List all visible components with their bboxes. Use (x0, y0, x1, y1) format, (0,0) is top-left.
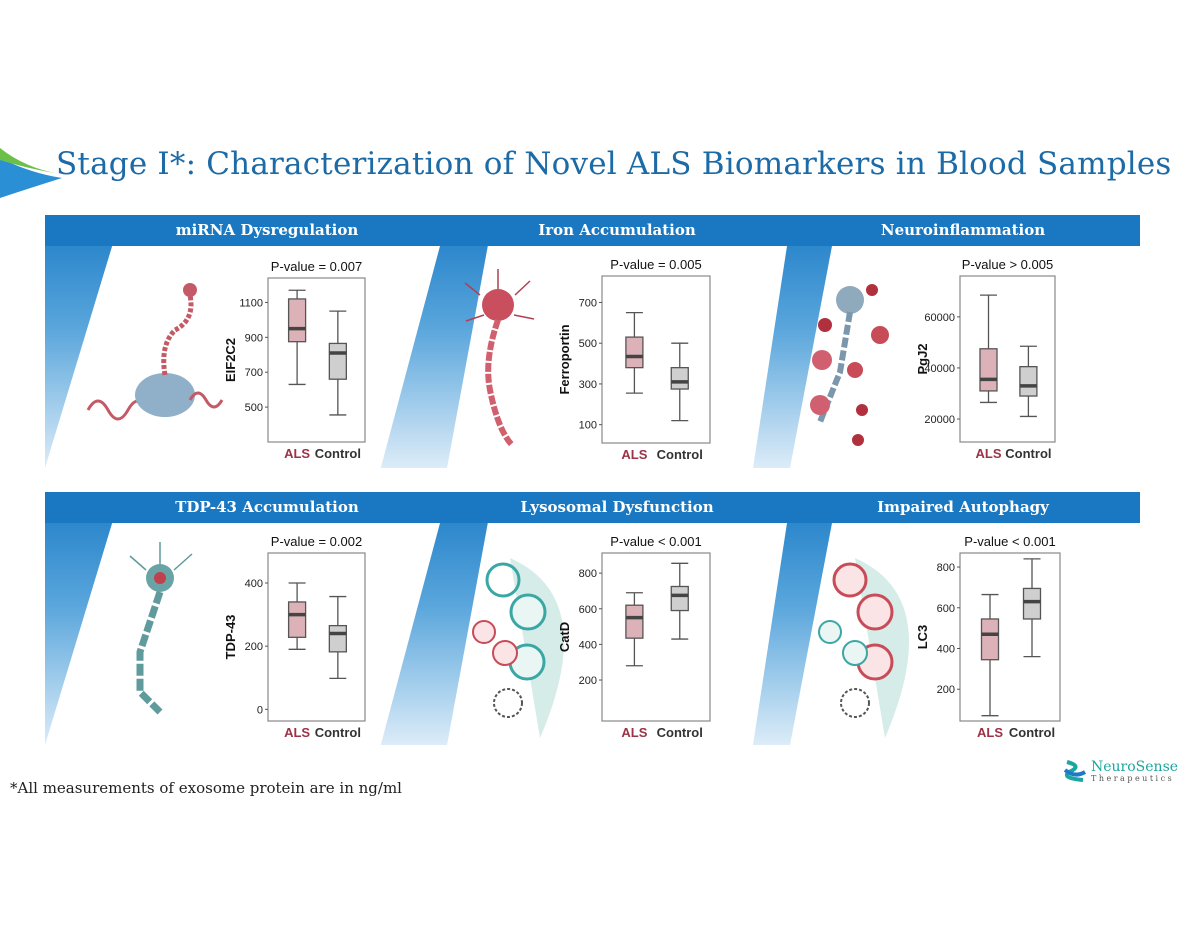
logo-name: NeuroSense (1091, 758, 1179, 775)
box-control (328, 342, 347, 380)
y-tick-label: 200 (245, 641, 263, 653)
autophagosome-icon (818, 558, 909, 738)
plot-frame (959, 552, 1061, 722)
y-tick-label: 100 (579, 420, 597, 432)
neurosense-logo: NeuroSense Therapeutics (1063, 758, 1178, 784)
y-tick-label: 40000 (924, 363, 955, 375)
y-axis-label: TDP-43 (223, 615, 238, 660)
box-als (979, 348, 998, 392)
category-label-control: Control (315, 725, 361, 740)
plot-frame (601, 275, 711, 444)
box-control (670, 366, 689, 390)
plot-frame (959, 275, 1056, 443)
y-tick-label: 500 (579, 338, 597, 350)
y-tick-label: 300 (579, 379, 597, 391)
panel-row-2: TDP-43 Accumulation Lysosomal Dysfunctio… (45, 492, 1140, 745)
footnote: *All measurements of exosome protein are… (10, 779, 402, 797)
p-value-title: P-value > 0.005 (962, 257, 1053, 272)
y-tick-label: 60000 (924, 312, 955, 324)
glia-cells-icon (810, 284, 889, 446)
brand-swoosh-icon (0, 148, 62, 198)
box-control (1019, 366, 1038, 397)
box-als (287, 298, 307, 343)
y-tick-label: 700 (245, 367, 263, 379)
p-value-title: P-value = 0.005 (610, 257, 701, 272)
category-label-als: ALS (976, 446, 1002, 461)
y-tick-label: 400 (937, 644, 955, 656)
panel-title-lysosomal: Lysosomal Dysfunction (520, 498, 714, 516)
y-tick-label: 0 (257, 704, 263, 716)
box-control (1022, 587, 1042, 620)
category-label-control: Control (315, 446, 361, 461)
y-tick-label: 20000 (924, 414, 955, 426)
y-axis-label: Ferroportin (557, 324, 572, 394)
box-als (625, 604, 644, 639)
category-label-control: Control (1009, 725, 1055, 740)
plot-frame (267, 552, 366, 722)
panel-title-tdp43: TDP-43 Accumulation (175, 498, 359, 516)
category-label-control: Control (1005, 446, 1051, 461)
y-tick-label: 800 (579, 568, 597, 580)
panel-title-neuroinflammation: Neuroinflammation (880, 221, 1046, 239)
lysosome-fusion-icon (472, 558, 564, 738)
logo-icon (1063, 760, 1087, 782)
y-tick-label: 600 (937, 603, 955, 615)
y-tick-label: 200 (937, 684, 955, 696)
y-tick-label: 400 (245, 578, 263, 590)
category-label-als: ALS (621, 725, 647, 740)
category-label-als: ALS (621, 447, 647, 462)
category-label-control: Control (657, 447, 703, 462)
box-control (328, 624, 347, 653)
logo-subtitle: Therapeutics (1091, 773, 1175, 783)
y-tick-label: 900 (245, 332, 263, 344)
y-tick-label: 200 (579, 675, 597, 687)
panel-header-strip: TDP-43 Accumulation Lysosomal Dysfunctio… (45, 492, 1140, 523)
box-control (670, 585, 689, 612)
p-value-title: P-value = 0.007 (271, 259, 362, 274)
page-title: Stage I*: Characterization of Novel ALS … (56, 146, 1172, 182)
y-tick-label: 700 (579, 297, 597, 309)
y-tick-label: 600 (579, 604, 597, 616)
neuron-red-icon (464, 269, 535, 448)
y-axis-label: LC3 (915, 625, 930, 650)
plot-frame (601, 552, 711, 722)
category-label-control: Control (657, 725, 703, 740)
panel-title-mirna: miRNA Dysregulation (175, 221, 359, 239)
panel-header-strip: miRNA Dysregulation Iron Accumulation Ne… (45, 215, 1140, 246)
y-tick-label: 400 (579, 639, 597, 651)
p-value-title: P-value < 0.001 (610, 534, 701, 549)
panel-tdp43 (45, 523, 440, 745)
y-tick-label: 500 (245, 402, 263, 414)
category-label-als: ALS (284, 446, 310, 461)
panel-mirna (45, 246, 440, 468)
box-als (287, 601, 307, 638)
y-tick-label: 800 (937, 562, 955, 574)
box-als (980, 618, 1000, 661)
y-tick-label: 1100 (239, 297, 263, 309)
panel-title-autophagy: Impaired Autophagy (877, 498, 1049, 516)
panel-title-iron: Iron Accumulation (538, 221, 696, 239)
p-value-title: P-value < 0.001 (964, 534, 1055, 549)
microrna-complex-icon (86, 283, 224, 421)
category-label-als: ALS (284, 725, 310, 740)
y-axis-label: PgJ2 (915, 343, 930, 374)
plot-frame (267, 277, 366, 443)
box-als (625, 336, 644, 369)
y-axis-label: EIF2C2 (223, 338, 238, 382)
p-value-title: P-value = 0.002 (271, 534, 362, 549)
category-label-als: ALS (977, 725, 1003, 740)
neuron-teal-icon (129, 542, 193, 715)
y-axis-label: CatD (557, 622, 572, 652)
